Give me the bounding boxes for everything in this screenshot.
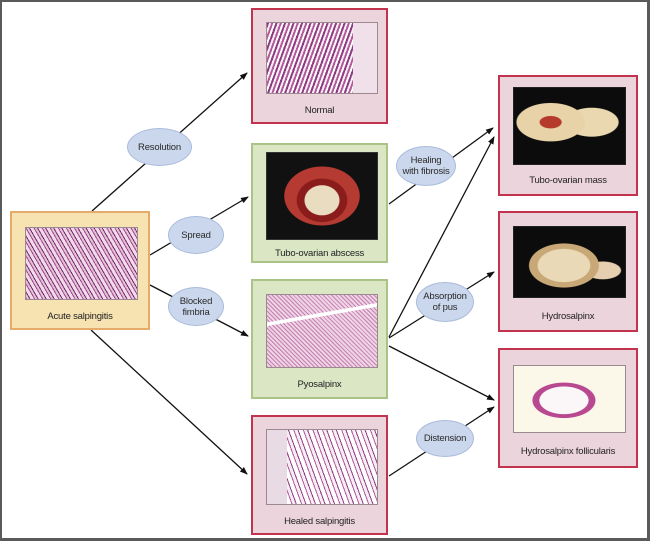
node-tubo-ovarian-abscess: Tubo-ovarian abscess (251, 143, 388, 263)
process-label: Spread (181, 229, 211, 241)
edge-acute-healed (90, 329, 248, 475)
hydrosalpinx-follicularis-image (513, 365, 626, 433)
tubo-ovarian-mass-image (513, 87, 626, 165)
process-label: of pus (432, 302, 458, 313)
process-label: fimbria (182, 306, 210, 318)
node-hydrosalpinx: Hydrosalpinx (498, 211, 638, 332)
node-label: Healed salpingitis (284, 516, 355, 527)
process-label: Resolution (138, 141, 181, 153)
acute-salpingitis-image (25, 227, 138, 300)
node-pyosalpinx: Pyosalpinx (251, 279, 388, 399)
process-healing-with-fibrosis: Healing with fibrosis (396, 146, 456, 186)
process-label: Healing (410, 155, 442, 166)
healed-salpingitis-image (266, 429, 378, 505)
node-label: Tubo-ovarian mass (529, 175, 607, 186)
edge-pyosalpinx-hydro-follic (388, 345, 495, 401)
edge-pyosalpinx-toa-mass (388, 136, 495, 338)
node-healed-salpingitis: Healed salpingitis (251, 415, 388, 535)
node-label: Acute salpingitis (47, 311, 113, 322)
process-label: Blocked (179, 295, 213, 307)
process-label: with fibrosis (402, 166, 450, 177)
node-tubo-ovarian-mass: Tubo-ovarian mass (498, 75, 638, 196)
process-distension: Distension (416, 420, 474, 457)
process-resolution: Resolution (127, 128, 192, 166)
node-label: Hydrosalpinx (541, 311, 595, 322)
node-label: Normal (304, 105, 335, 116)
hydrosalpinx-image (513, 226, 626, 298)
pyosalpinx-image (266, 294, 378, 368)
node-label: Pyosalpinx (297, 379, 342, 390)
process-label: Absorption (423, 291, 467, 302)
process-blocked-fimbria: Blocked fimbria (168, 287, 224, 326)
node-label: Tubo-ovarian abscess (274, 248, 365, 259)
process-absorption-of-pus: Absorption of pus (416, 282, 474, 322)
process-label: Distension (423, 433, 467, 444)
normal-image (266, 22, 378, 94)
tubo-ovarian-abscess-image (266, 152, 378, 240)
process-spread: Spread (168, 216, 224, 254)
node-normal: Normal (251, 8, 388, 124)
node-acute-salpingitis: Acute salpingitis (10, 211, 150, 330)
node-label: Hydrosalpinx follicularis (520, 446, 616, 457)
node-hydrosalpinx-follicularis: Hydrosalpinx follicularis (498, 348, 638, 468)
